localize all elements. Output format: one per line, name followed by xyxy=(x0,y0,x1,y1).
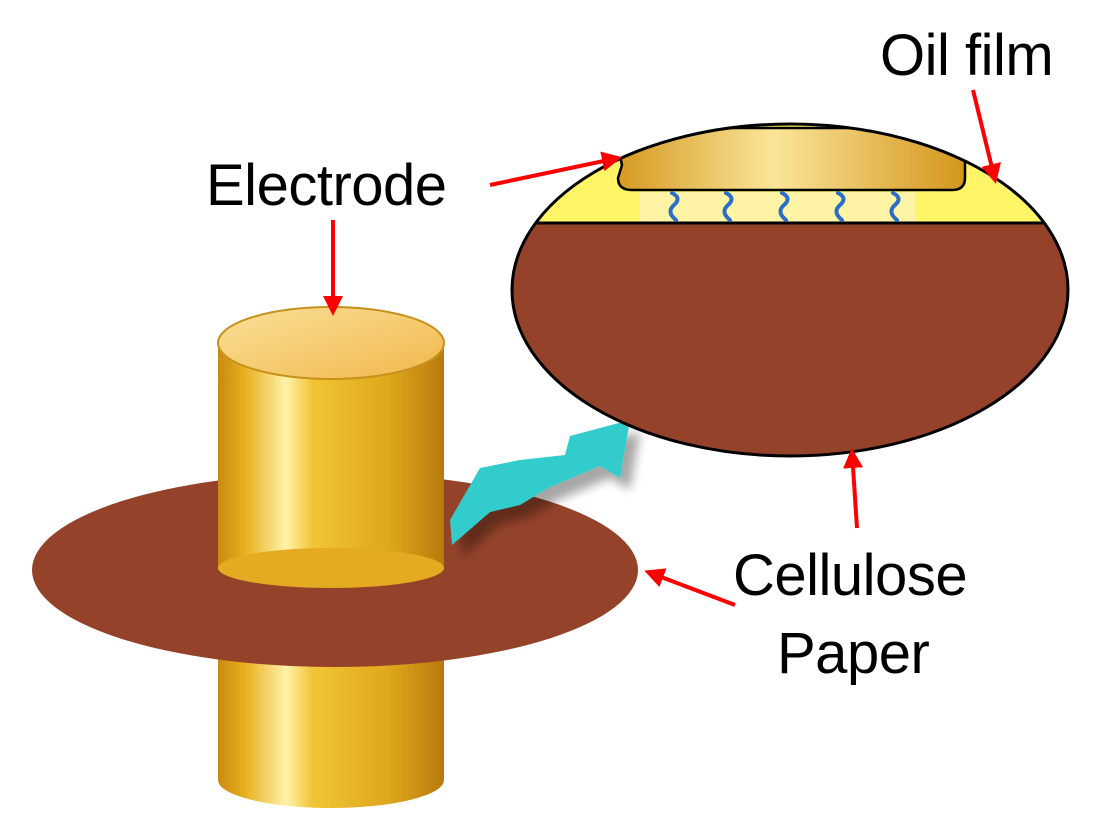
electrode-label: Electrode xyxy=(206,153,447,218)
electrode-bottom-edge xyxy=(218,752,444,808)
pointer-to-paper-disc xyxy=(644,568,736,607)
paper-label: Paper xyxy=(777,621,929,686)
wave-icon xyxy=(889,191,901,222)
electrode-pad xyxy=(616,126,967,192)
wave-icon xyxy=(722,191,734,222)
electrode-top-face xyxy=(217,306,445,380)
cross-section-outline xyxy=(510,122,1070,458)
wave-icon xyxy=(834,191,846,222)
wave-icon xyxy=(668,191,680,222)
electrode-upper-base xyxy=(218,548,444,588)
water-molecules xyxy=(668,191,901,222)
cellulose-label: Cellulose xyxy=(733,543,967,608)
pointer-to-oil-film xyxy=(971,89,1001,184)
interface-gap xyxy=(640,192,915,222)
pointer-to-cross-section-paper xyxy=(843,448,864,529)
oil-film-label: Oil film xyxy=(880,23,1053,88)
wave-icon xyxy=(778,191,790,222)
cross-section-view xyxy=(510,122,1070,458)
electrode-assembly xyxy=(32,306,638,808)
pointer-to-electrode-pad xyxy=(489,151,622,187)
zoom-arrow-icon xyxy=(450,420,630,545)
electrode-upper-body xyxy=(218,343,444,570)
pointer-arrows xyxy=(323,89,1001,607)
